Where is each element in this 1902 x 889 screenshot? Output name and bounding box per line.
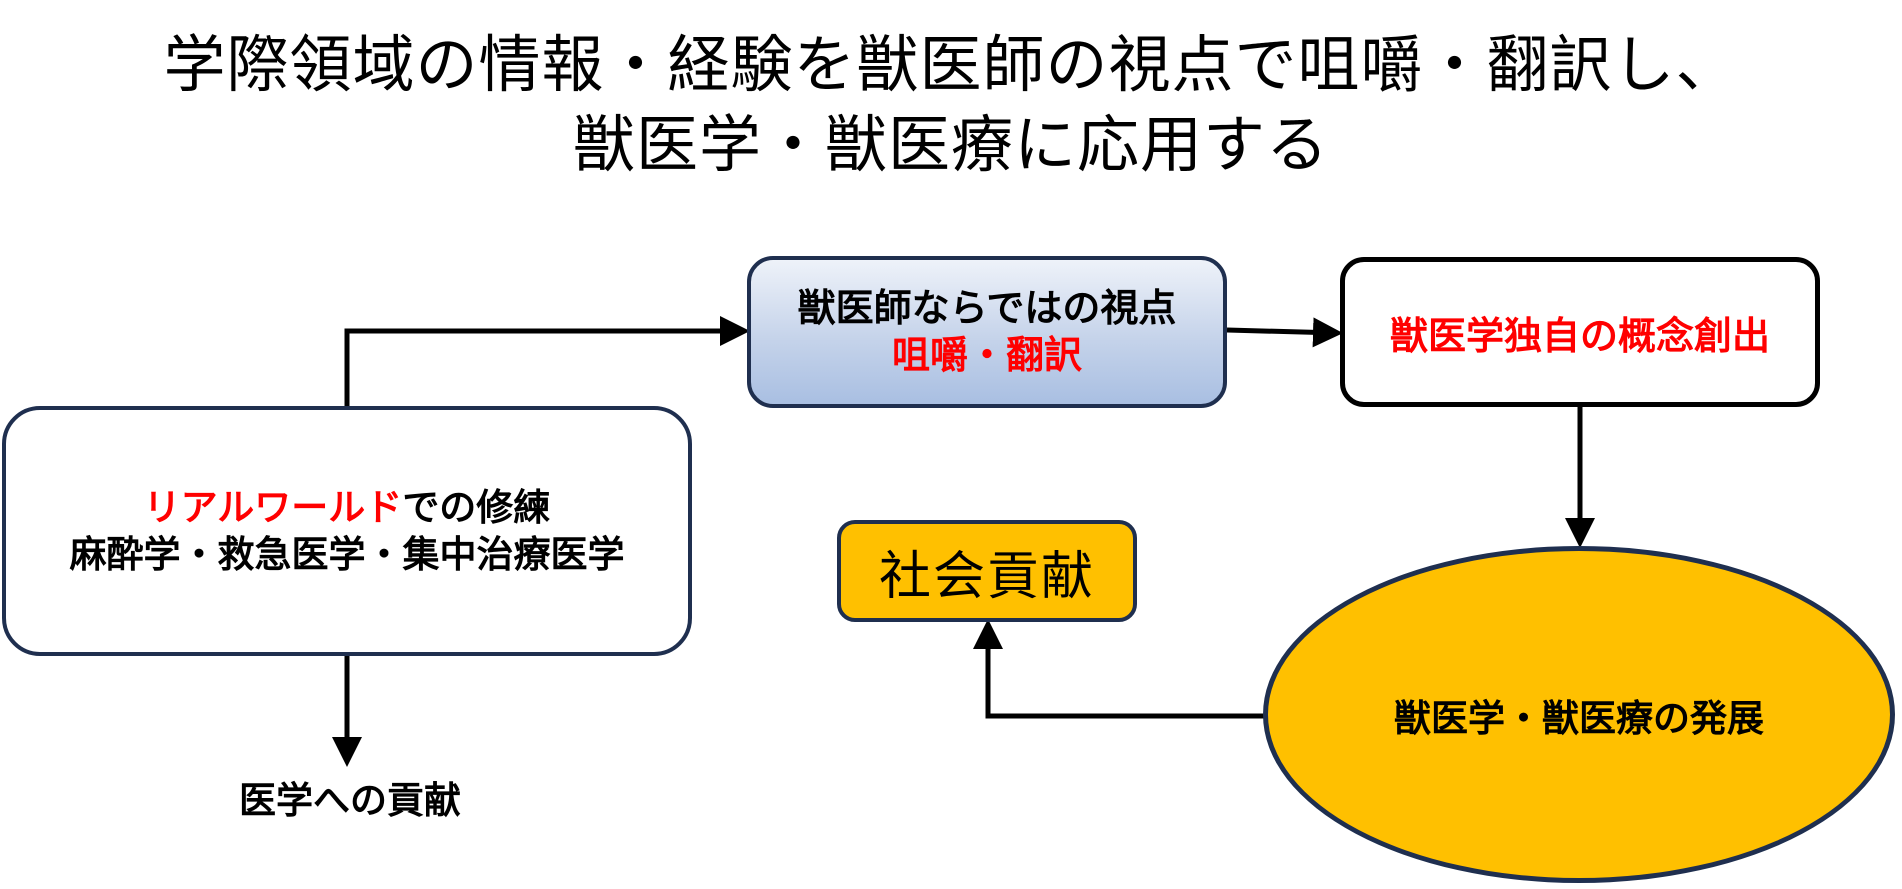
- arrow-perspective-to-concept: [1226, 317, 1343, 348]
- diagram-title-line-1: 学際領域の情報・経験を獣医師の視点で咀嚼・翻訳し、: [163, 28, 1739, 101]
- node-perspective-line-1: 獣医師ならではの視点: [797, 285, 1177, 330]
- arrow-development-to-social: [973, 619, 1265, 719]
- real-world-rest: での修練: [402, 485, 551, 529]
- node-concept-label: 獣医学独自の概念創出: [1389, 313, 1770, 358]
- node-social-label: 社会貢献: [878, 546, 1095, 607]
- diagram-title-line-2: 獣医学・獣医療に応用する: [572, 108, 1329, 181]
- node-veterinary-development: 獣医学・獣医療の発展: [1263, 546, 1895, 883]
- arrow-realworld-to-perspective: [344, 316, 750, 406]
- node-veterinarian-perspective: 獣医師ならではの視点 咀嚼・翻訳: [747, 256, 1227, 408]
- node-perspective-line-2: 咀嚼・翻訳: [891, 333, 1082, 377]
- node-development-label: 獣医学・獣医療の発展: [1394, 696, 1764, 740]
- real-world-highlight: リアルワールド: [143, 485, 403, 529]
- node-real-world-training: リアルワールドでの修練 麻酔学・救急医学・集中治療医学: [2, 406, 692, 656]
- label-medical-contribution: 医学への貢献: [239, 779, 461, 822]
- node-real-world-line-2: 麻酔学・救急医学・集中治療医学: [69, 533, 625, 576]
- node-real-world-line-1: リアルワールドでの修練: [144, 484, 551, 531]
- node-concept-creation: 獣医学独自の概念創出: [1340, 257, 1820, 407]
- node-social-contribution: 社会貢献: [837, 520, 1137, 622]
